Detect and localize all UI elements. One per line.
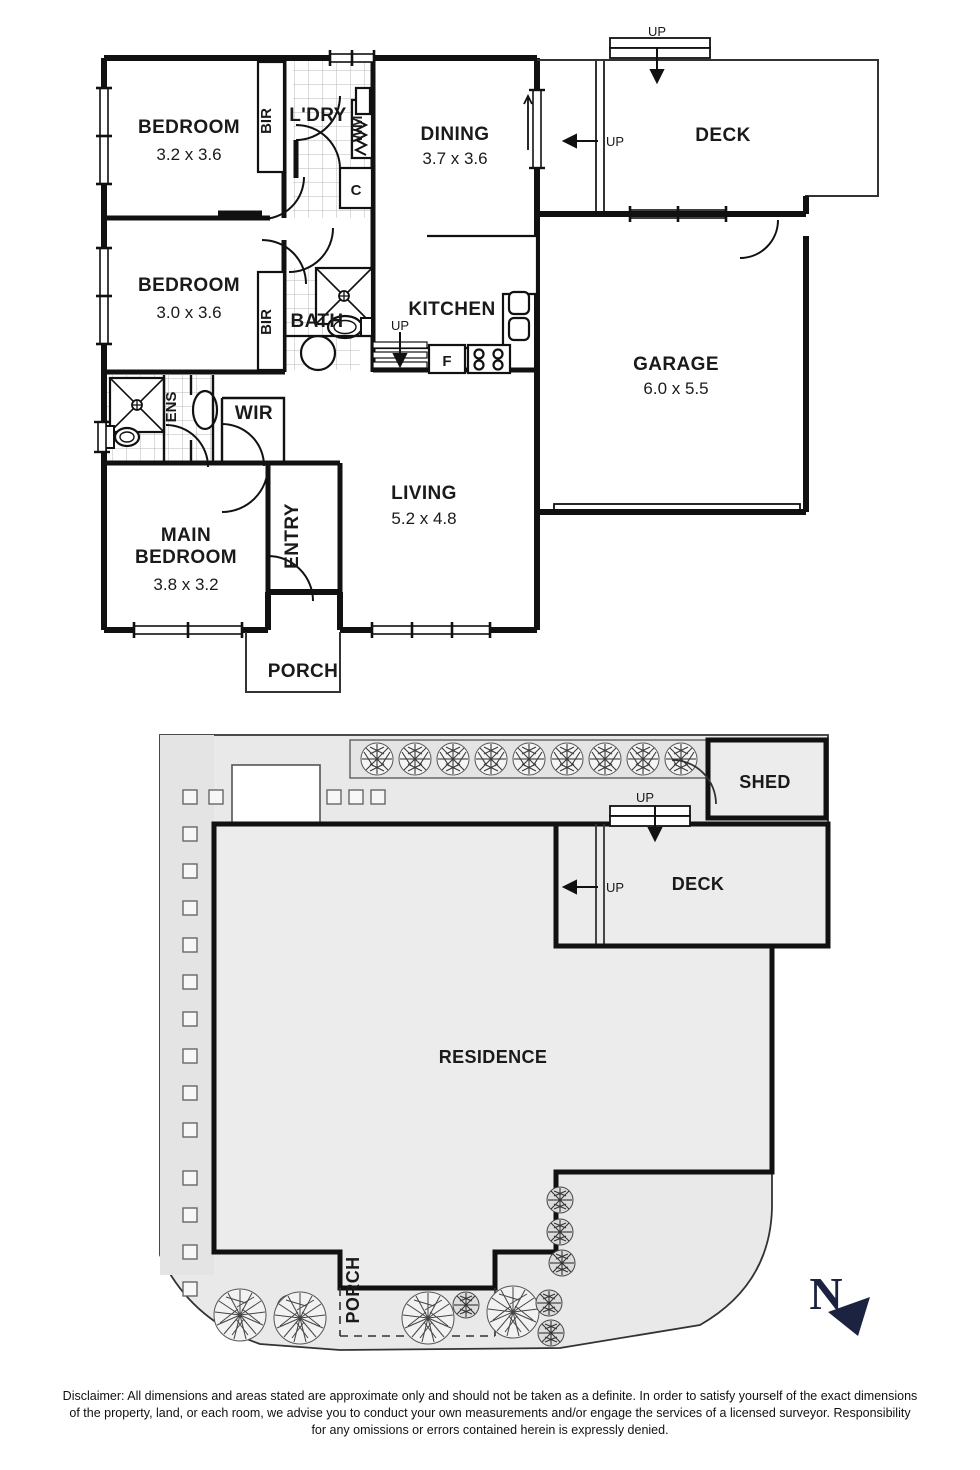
left-paving-strip xyxy=(160,735,214,1275)
stair-arrow-deck-top xyxy=(649,48,665,85)
ensuite-fixtures xyxy=(104,375,219,463)
room-label-wir: WIR xyxy=(235,403,273,424)
kitchen-joinery xyxy=(373,234,539,375)
porch-outline xyxy=(245,632,341,693)
room-dim-main-bedroom: 3.8 x 3.2 xyxy=(153,575,218,594)
room-dim-bedroom3: 3.0 x 3.6 xyxy=(156,303,221,322)
stair-arrow-deck-left xyxy=(561,133,598,149)
stair-label-deck-left: UP xyxy=(606,134,624,149)
site-plan-group: RESIDENCE DECK SHED PORCH UP UP xyxy=(159,734,831,1351)
shed-door-swing xyxy=(671,759,717,805)
deck-walls xyxy=(537,196,809,515)
stair-label-kitchen: UP xyxy=(391,318,409,333)
room-label-laundry: L'DRY xyxy=(289,105,347,126)
label-bir-mid: BIR xyxy=(258,309,275,335)
site-deck-joists xyxy=(595,824,605,944)
room-label-ens: ENS xyxy=(163,392,180,423)
room-label-deck: DECK xyxy=(695,125,750,146)
room-label-dining: DINING xyxy=(421,124,490,145)
site-stair-label-left: UP xyxy=(606,880,624,895)
floor-plan-group: BEDROOM 3.2 x 3.6 BEDROOM 3.0 x 3.6 MAIN… xyxy=(94,24,879,693)
plan-drawing: BEDROOM 3.2 x 3.6 BEDROOM 3.0 x 3.6 MAIN… xyxy=(94,24,879,1351)
room-label-bath: BATH xyxy=(291,311,344,332)
disclaimer-line-3: for any omissions or errors contained he… xyxy=(311,1422,669,1437)
deck-outline xyxy=(537,59,879,214)
room-label-entry: ENTRY xyxy=(282,503,303,569)
room-label-garage: GARAGE xyxy=(633,354,719,375)
bathroom-fixtures xyxy=(285,266,374,372)
site-stair-label-top: UP xyxy=(636,790,654,805)
disclaimer-line-1: Disclaimer: All dimensions and areas sta… xyxy=(62,1389,918,1403)
room-label-bedroom2: BEDROOM xyxy=(138,117,240,138)
site-shed xyxy=(705,737,829,821)
room-dim-garage: 6.0 x 5.5 xyxy=(643,379,708,398)
disclaimer: Disclaimer: All dimensions and areas sta… xyxy=(10,1388,970,1439)
north-arrow: N xyxy=(809,1268,870,1336)
disclaimer-line-2: of the property, land, or each room, we … xyxy=(69,1405,911,1420)
label-bir-top: BIR xyxy=(258,108,275,134)
north-arrow-pointer xyxy=(828,1297,870,1336)
site-label-porch: PORCH xyxy=(343,1256,363,1323)
room-dim-dining: 3.7 x 3.6 xyxy=(422,149,487,168)
room-label-bedroom3: BEDROOM xyxy=(138,275,240,296)
stair-arrow-kitchen xyxy=(392,332,408,369)
room-dim-bedroom2: 3.2 x 3.6 xyxy=(156,145,221,164)
joinery-outlines xyxy=(256,60,374,372)
site-deck-step xyxy=(609,805,691,827)
site-stair-arrow-left xyxy=(561,879,598,895)
site-label-shed: SHED xyxy=(739,772,791,792)
stair-label-deck-top: UP xyxy=(648,24,666,39)
room-label-kitchen: KITCHEN xyxy=(408,299,495,320)
site-awning-outline xyxy=(231,764,321,824)
left-pavers xyxy=(182,789,386,1297)
wir-joinery xyxy=(220,396,286,463)
right-edge-shrubs xyxy=(546,1186,576,1277)
site-label-residence: RESIDENCE xyxy=(439,1047,548,1067)
washing-machine-symbol xyxy=(353,119,369,156)
door-swings xyxy=(165,95,779,602)
top-strip-trees xyxy=(360,742,698,776)
room-dim-living: 5.2 x 4.8 xyxy=(391,509,456,528)
room-label-main-bedroom-2: BEDROOM xyxy=(135,547,237,568)
room-label-porch: PORCH xyxy=(268,661,339,682)
label-cupboard: C xyxy=(351,182,362,199)
room-label-living: LIVING xyxy=(391,483,457,504)
label-washing-machine: WM xyxy=(349,116,366,143)
label-fridge: F xyxy=(442,353,451,370)
room-label-main-bedroom-1: MAIN xyxy=(161,525,211,546)
site-stair-arrow-top xyxy=(647,806,663,843)
site-label-deck: DECK xyxy=(672,874,725,894)
